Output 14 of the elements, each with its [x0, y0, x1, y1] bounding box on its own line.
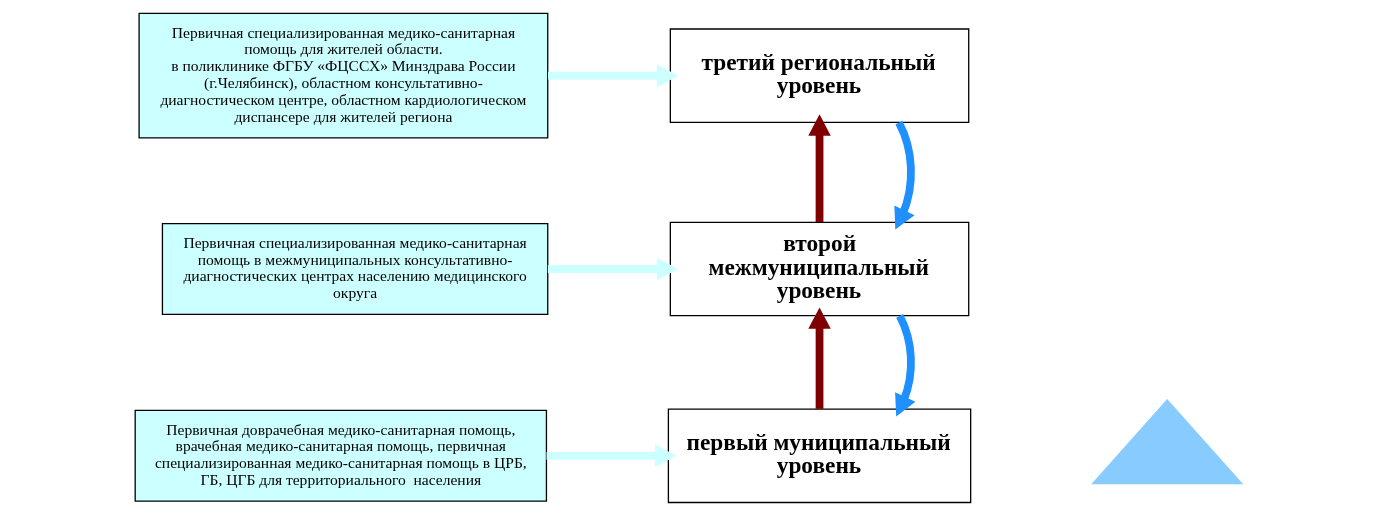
node-box: Первичная специализированная медико-санитарная помощь в межмуниципальных консультативно-диагностических центрах населению медицинского округа — [161, 222, 548, 316]
arrow — [807, 307, 831, 409]
node-triangle — [1090, 399, 1243, 485]
node-box: второй межмуниципальный уровень — [669, 221, 969, 317]
node-box: первый муниципальный уровень — [667, 408, 971, 504]
arrow — [893, 120, 915, 230]
arrow — [547, 257, 678, 281]
arrow — [547, 64, 678, 87]
node-box: Первичная специализированная медико-санитарная помощь для жителей области. в поликлинике ФГБУ «ФЦССХ» Минздрава России (г.Челябинск), областном консультативно-диагностическом центре, областном кардиологическом диспансере для жителей региона — [137, 12, 548, 139]
node-box: Первичная доврачебная медико-санитарная помощь, врачебная медико-санитарная помощь, первичная специализированная медико-санитарная помощь в ЦРБ, ГБ, ЦГБ для территориального населения — [134, 409, 547, 502]
arrow — [546, 444, 676, 467]
arrow — [894, 314, 915, 417]
arrow — [807, 114, 831, 223]
node-box: третий региональный уровень — [669, 28, 969, 124]
